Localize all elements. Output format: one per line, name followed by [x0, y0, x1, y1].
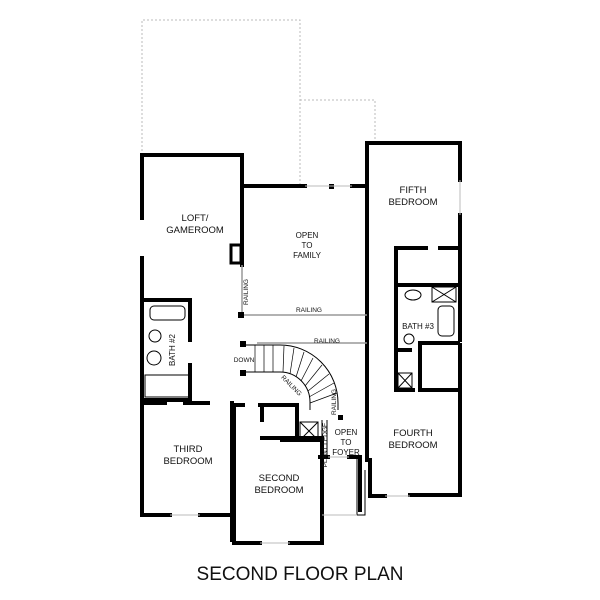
open-foyer-label-2: TO — [341, 438, 352, 447]
third-bedroom-label-2: BEDROOM — [163, 456, 212, 467]
third-bedroom-label-1: THIRD — [173, 444, 202, 455]
open-family-label-2: TO — [302, 241, 313, 250]
room-labels: LOFT/ GAMEROOM OPEN TO FAMILY FIFTH BEDR… — [163, 185, 437, 496]
fifth-bedroom-label-2: BEDROOM — [388, 197, 437, 208]
bath2-label: BATH #2 — [168, 334, 177, 366]
railing-label-stair: RAILING — [279, 374, 302, 397]
down-label: DOWN — [234, 357, 255, 364]
open-family-label-1: OPEN — [296, 231, 319, 240]
railing-label-lower: RAILING — [314, 338, 340, 345]
lower-floor-outline — [141, 19, 376, 186]
railing-label-vertical: RAILING — [243, 279, 250, 305]
open-foyer-label-1: OPEN — [335, 428, 358, 437]
railing-label-stair-side: RAILING — [331, 389, 338, 415]
walls — [140, 141, 462, 545]
open-foyer-label-3: FOYER — [332, 448, 360, 457]
plant-ledge-label: PLANT LEDGE — [322, 422, 329, 467]
fourth-bedroom-label-2: BEDROOM — [388, 440, 437, 451]
loft-label-1: LOFT/ — [182, 213, 209, 224]
loft-label-2: GAMEROOM — [166, 225, 224, 236]
open-family-label-3: FAMILY — [293, 251, 322, 260]
bath3-label: BATH #3 — [402, 322, 434, 331]
fourth-bedroom-label-1: FOURTH — [393, 428, 433, 439]
railing-label-upper: RAILING — [296, 307, 322, 314]
second-bedroom-label-1: SECOND — [259, 473, 300, 484]
second-bedroom-label-2: BEDROOM — [254, 485, 303, 496]
plan-title: SECOND FLOOR PLAN — [197, 564, 404, 585]
fifth-bedroom-label-1: FIFTH — [400, 185, 427, 196]
